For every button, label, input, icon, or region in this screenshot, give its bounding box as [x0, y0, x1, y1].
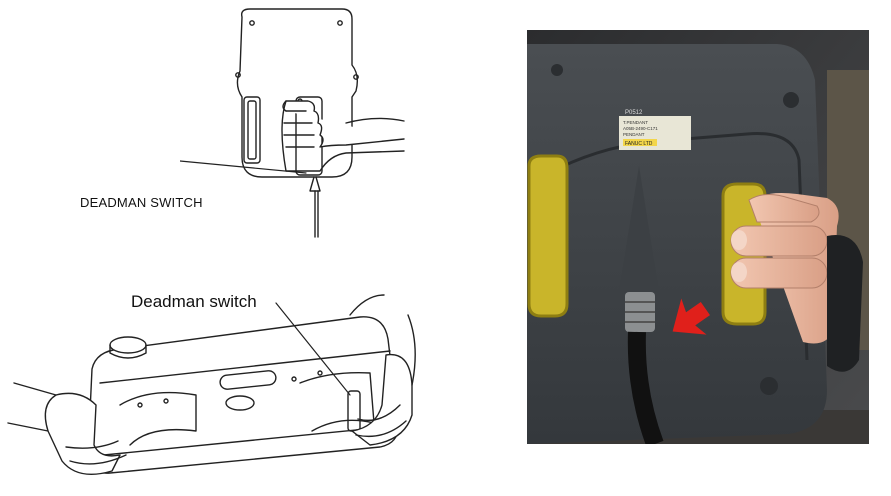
sticker-line-2: A05B-2490-C171 [623, 126, 658, 131]
pendant-back-illustration [180, 5, 430, 240]
deadman-switch-callout-top: DEADMAN SWITCH [80, 196, 203, 209]
sticker-model: P0512 [625, 110, 643, 116]
deadman-switch-callout-bottom: Deadman switch [131, 293, 257, 310]
bottom-pendant-drawing [0, 255, 430, 495]
top-pendant-drawing [180, 5, 430, 240]
sticker-maker: FANUC LTD [625, 141, 653, 147]
pendant-photo: P0512 T.PENDANT A05B-2490-C171 PENDANT F… [527, 30, 869, 444]
sticker-line-1: T.PENDANT [623, 120, 648, 125]
pendant-two-hand-illustration [0, 255, 430, 495]
pendant-photo-illustration: P0512 T.PENDANT A05B-2490-C171 PENDANT F… [527, 30, 869, 444]
sticker-line-3: PENDANT [623, 132, 645, 137]
